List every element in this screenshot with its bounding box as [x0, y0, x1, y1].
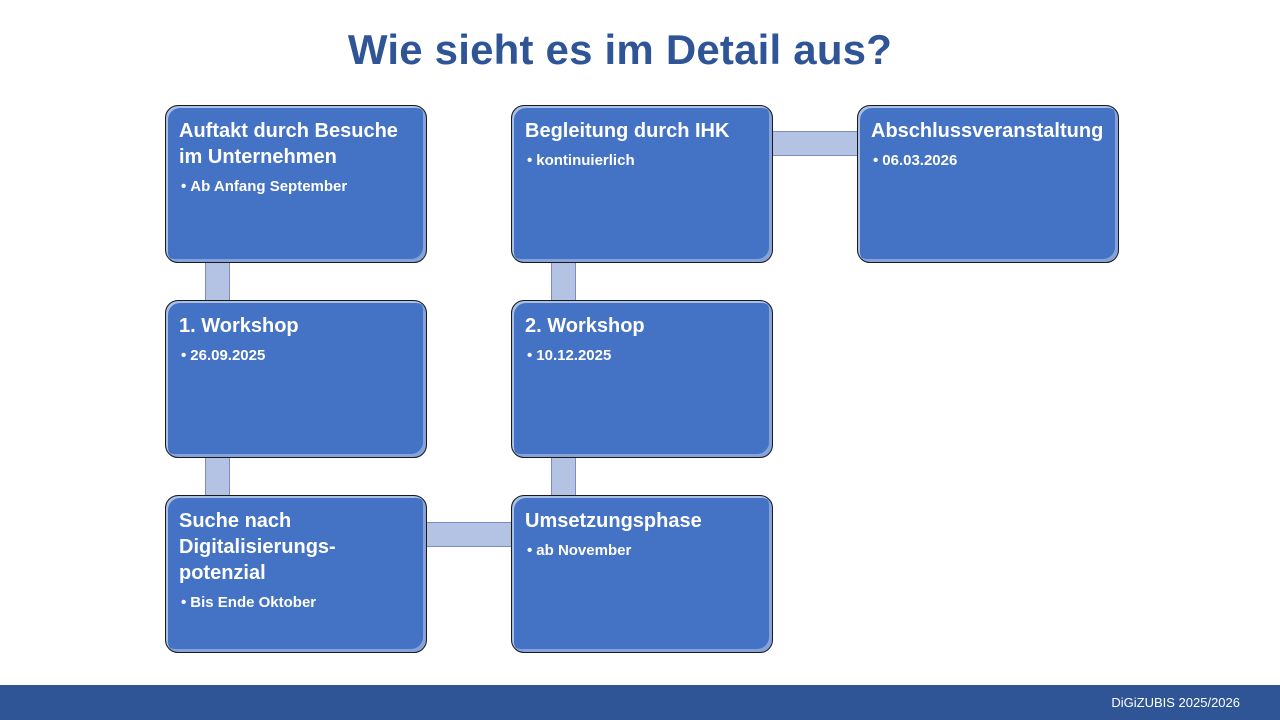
- step-box-5: 2. Workshop •10.12.2025: [511, 300, 773, 458]
- step-box-3: Suche nach Digitalisierungs-potenzial •B…: [165, 495, 427, 653]
- step-box-7: Abschlussveranstaltung •06.03.2026: [857, 105, 1119, 263]
- bullet-icon: •: [527, 542, 533, 559]
- step-bullet: •Ab Anfang September: [179, 178, 416, 196]
- bullet-icon: •: [527, 347, 533, 364]
- step-bullet: •kontinuierlich: [525, 152, 762, 170]
- step-bullet-text: ab November: [536, 542, 632, 559]
- step-bullet-text: 06.03.2026: [882, 152, 958, 169]
- slide-title: Wie sieht es im Detail aus?: [347, 26, 893, 73]
- step-bullet: •06.03.2026: [871, 152, 1108, 170]
- step-bullet-text: Bis Ende Oktober: [190, 594, 317, 611]
- step-bullet-text: 26.09.2025: [190, 347, 266, 364]
- step-box-1: Auftakt durch Besuche im Unternehmen •Ab…: [165, 105, 427, 263]
- step-bullet: •Bis Ende Oktober: [179, 594, 416, 612]
- footer-text: DiGiZUBIS 2025/2026: [1111, 695, 1240, 710]
- bullet-icon: •: [181, 347, 187, 364]
- step-box-6: Begleitung durch IHK •kontinuierlich: [511, 105, 773, 263]
- step-bullet: •26.09.2025: [179, 347, 416, 365]
- step-title: 1. Workshop: [179, 315, 299, 337]
- step-bullet-text: 10.12.2025: [536, 347, 612, 364]
- step-bullet: •ab November: [525, 542, 762, 560]
- footer-bar: DiGiZUBIS 2025/2026: [0, 685, 1280, 720]
- step-title: Umsetzungsphase: [525, 510, 702, 532]
- connector-step6-step7: [771, 131, 859, 156]
- step-title: Abschlussveranstaltung: [871, 120, 1104, 142]
- connector-step1-step2: [205, 261, 230, 302]
- step-title: Auftakt durch Besuche im Unternehmen: [179, 120, 398, 168]
- step-title: Begleitung durch IHK: [525, 120, 730, 142]
- connector-step3-step4: [425, 522, 513, 547]
- connector-step5-step6: [551, 261, 576, 302]
- bullet-icon: •: [527, 152, 533, 169]
- step-bullet: •10.12.2025: [525, 347, 762, 365]
- step-bullet-text: Ab Anfang September: [190, 178, 348, 195]
- bullet-icon: •: [181, 178, 187, 195]
- bullet-icon: •: [181, 594, 187, 611]
- step-box-2: 1. Workshop •26.09.2025: [165, 300, 427, 458]
- step-title: 2. Workshop: [525, 315, 645, 337]
- step-box-4: Umsetzungsphase •ab November: [511, 495, 773, 653]
- connector-step4-step5: [551, 456, 576, 497]
- step-title: Suche nach Digitalisierungs-potenzial: [179, 510, 336, 584]
- step-bullet-text: kontinuierlich: [536, 152, 635, 169]
- bullet-icon: •: [873, 152, 879, 169]
- connector-step2-step3: [205, 456, 230, 497]
